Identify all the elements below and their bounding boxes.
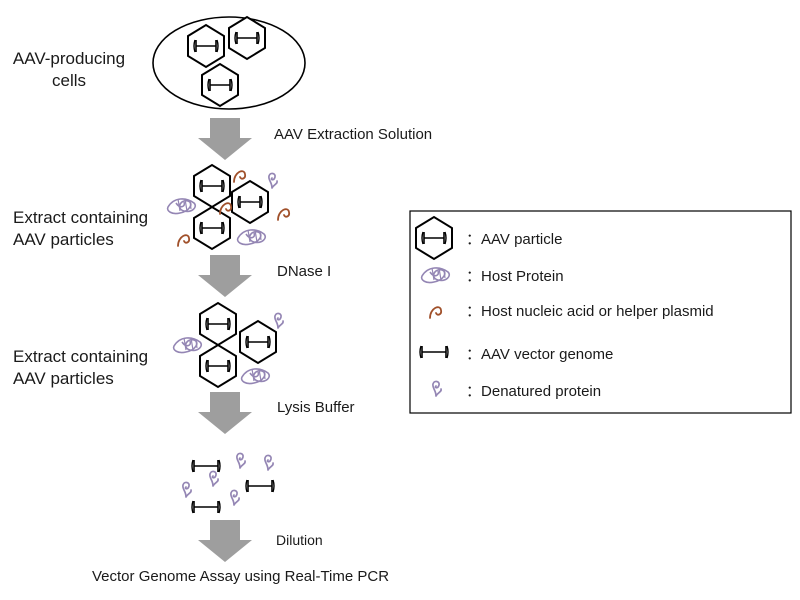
nucleic-acid-icon (177, 234, 191, 247)
stage-cells-label: AAV-producing cells (6, 48, 132, 92)
legend-label: Denatured protein (481, 383, 602, 400)
aav-particle-icon (199, 302, 237, 346)
vector-genome-icon (191, 459, 221, 473)
nucleic-acid-icon (233, 170, 247, 183)
legend-separator: ： (466, 346, 482, 363)
lysate-illustration (181, 452, 275, 514)
legend-separator: ： (466, 303, 482, 320)
down-arrow-icon (198, 255, 252, 297)
extract-2-illustration (172, 302, 285, 388)
legend-label: AAV particle (481, 231, 563, 248)
host-protein-icon (236, 229, 267, 246)
stage-cells-line2: cells (51, 71, 86, 90)
down-arrow-icon (198, 520, 252, 562)
step-extraction-label: AAV Extraction Solution (274, 126, 433, 143)
denatured-protein-icon (181, 481, 193, 498)
stage-extract1-line1: Extract containing (13, 208, 149, 227)
extract-1-illustration (166, 164, 291, 250)
aav-particle-icon (193, 206, 231, 250)
down-arrow-icon (198, 392, 252, 434)
legend-item-host-protein: ：Host Protein (466, 265, 564, 286)
final-step-label: Vector Genome Assay using Real-Time PCR (92, 568, 390, 585)
stage-extract1-line2: AAV particles (13, 230, 114, 249)
legend-item-vector-genome: ：AAV vector genome (466, 343, 613, 364)
legend-item-aav-particle: ：AAV particle (466, 228, 562, 249)
legend-separator: ： (466, 383, 482, 400)
aav-particle-icon (199, 344, 237, 388)
stage-extract1-label: Extract containing AAV particles (13, 207, 148, 251)
aav-particle-icon (231, 180, 269, 224)
legend-separator: ： (466, 268, 482, 285)
legend-item-denatured-protein: ：Denatured protein (466, 380, 601, 401)
denatured-protein-icon (267, 172, 279, 189)
aav-particle-icon (193, 164, 231, 208)
denatured-protein-icon (263, 454, 275, 471)
step-lysis-label: Lysis Buffer (277, 399, 355, 416)
denatured-protein-icon (273, 312, 285, 329)
stage-extract2-label: Extract containing AAV particles (13, 346, 148, 390)
legend-separator: ： (466, 231, 482, 248)
stage-extract2-line2: AAV particles (13, 369, 114, 388)
legend-label: AAV vector genome (481, 346, 614, 363)
denatured-protein-icon (208, 470, 220, 487)
step-dnase-label: DNase I (277, 263, 332, 280)
legend-item-nucleic-acid: ：Host nucleic acid or helper plasmid (466, 300, 714, 321)
stage-cells-line1: AAV-producing (12, 49, 126, 68)
stage-extract2-line1: Extract containing (13, 347, 149, 366)
host-protein-icon (172, 337, 203, 354)
aav-producing-cell (152, 16, 306, 110)
vector-genome-icon (191, 500, 221, 514)
vector-genome-icon (245, 479, 275, 493)
denatured-protein-icon (235, 452, 247, 469)
aav-particle-icon (239, 320, 277, 364)
host-protein-icon (240, 368, 271, 385)
legend-label: Host Protein (481, 268, 564, 285)
legend (409, 210, 792, 414)
step-dilution-label: Dilution (276, 532, 323, 548)
nucleic-acid-icon (277, 208, 291, 221)
legend-label: Host nucleic acid or helper plasmid (481, 303, 714, 320)
down-arrow-icon (198, 118, 252, 160)
host-protein-icon (166, 198, 197, 215)
denatured-protein-icon (229, 489, 241, 506)
